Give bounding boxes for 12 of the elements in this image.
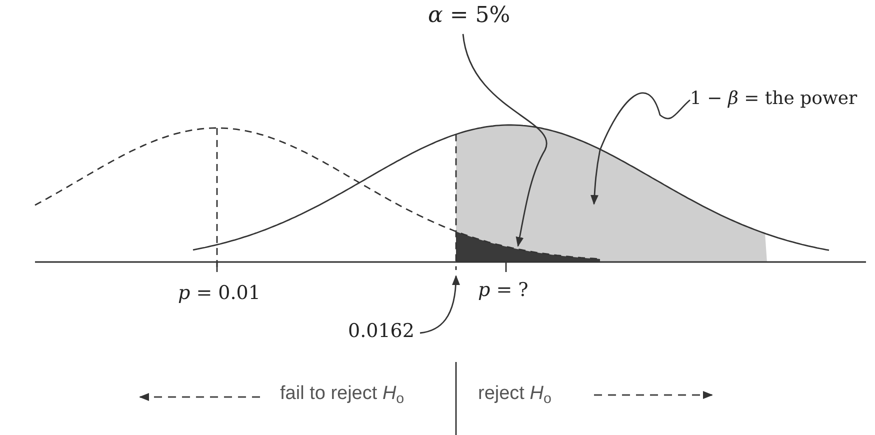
annotation-text: 0.0162 xyxy=(348,320,414,344)
curved-arrow xyxy=(590,92,690,205)
axis-value-label: p = ? xyxy=(478,279,528,303)
annotation-text: α = 5% xyxy=(428,2,510,30)
decision-label: reject H$_{o}$ xyxy=(478,382,552,406)
axis-value-label: p = 0.01 xyxy=(178,282,260,306)
decision-label: fail to reject H$_{o}$ xyxy=(280,382,404,406)
shaded-tail-area xyxy=(456,231,600,262)
curved-arrow xyxy=(462,34,548,247)
shaded-area xyxy=(456,125,767,262)
annotation-text: 1 − β = the power xyxy=(690,88,858,110)
curved-arrow xyxy=(420,275,460,334)
